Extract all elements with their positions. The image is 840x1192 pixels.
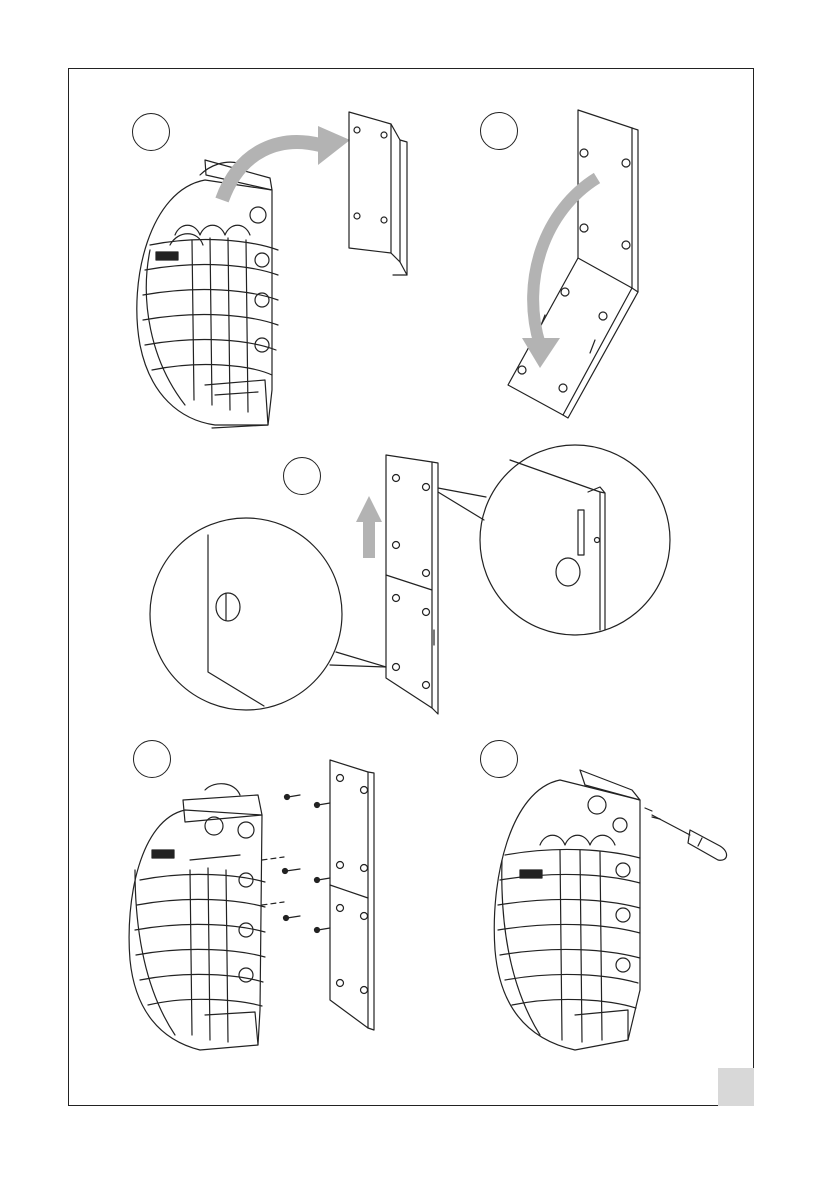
step-4-bracket <box>330 760 374 1030</box>
step-1-arrow-head <box>318 126 350 165</box>
step-2-bracket <box>508 110 638 418</box>
step-1-curved-arrow <box>222 142 320 200</box>
step-1-wall-bracket <box>349 112 407 275</box>
step-3-detail-left <box>150 518 386 710</box>
step-1-heater-illustration <box>137 160 278 428</box>
step-3-bracket <box>386 455 438 714</box>
step-4-heater-illustration <box>129 784 265 1050</box>
step-3-detail-right <box>438 445 670 635</box>
step-3-up-arrow-head <box>356 496 382 522</box>
step-5-screwdriver-icon <box>645 808 727 860</box>
step-2-arrow-head <box>522 338 560 368</box>
step-5-heater-illustration <box>494 770 640 1050</box>
step-3-up-arrow-shaft <box>363 520 375 558</box>
step-4-screws <box>262 795 330 933</box>
